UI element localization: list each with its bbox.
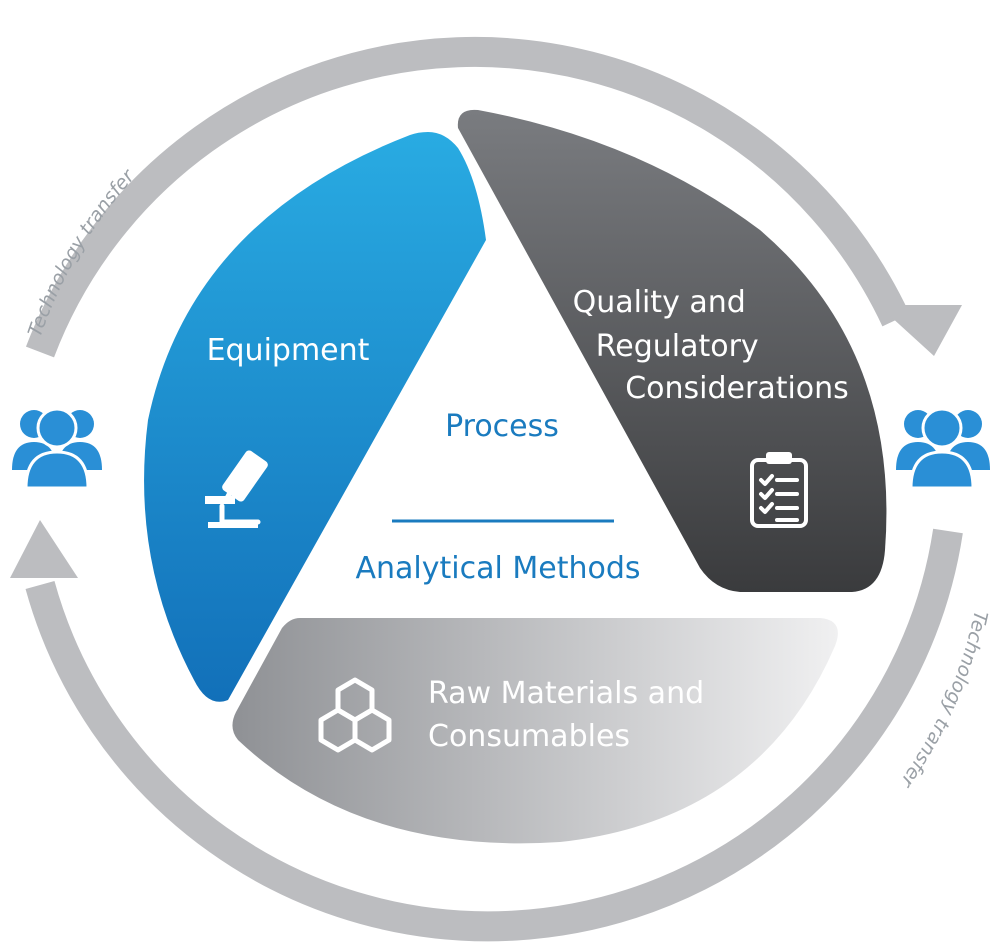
people-group-icon-right: [896, 407, 990, 490]
cycle-arrow-top: [25, 37, 962, 358]
quality-segment: [457, 109, 887, 593]
microscope-icon: [205, 450, 268, 528]
analytical-methods-label: Analytical Methods: [356, 551, 641, 586]
quality-label: Quality and Regulatory Considerations: [573, 285, 849, 406]
raw-materials-segment: [232, 618, 838, 844]
clipboard-checklist-icon: [750, 452, 808, 528]
process-label: Process: [445, 409, 559, 444]
people-group-icon-left: [12, 407, 102, 490]
equipment-label: Equipment: [207, 333, 370, 368]
hexagons-icon: [318, 677, 392, 753]
equipment-segment: [144, 132, 487, 702]
cycle-label-left: Technology transfer: [24, 165, 140, 340]
cycle-arrow-bottom: [10, 520, 963, 942]
raw-materials-label: Raw Materials and Consumables: [428, 676, 714, 754]
